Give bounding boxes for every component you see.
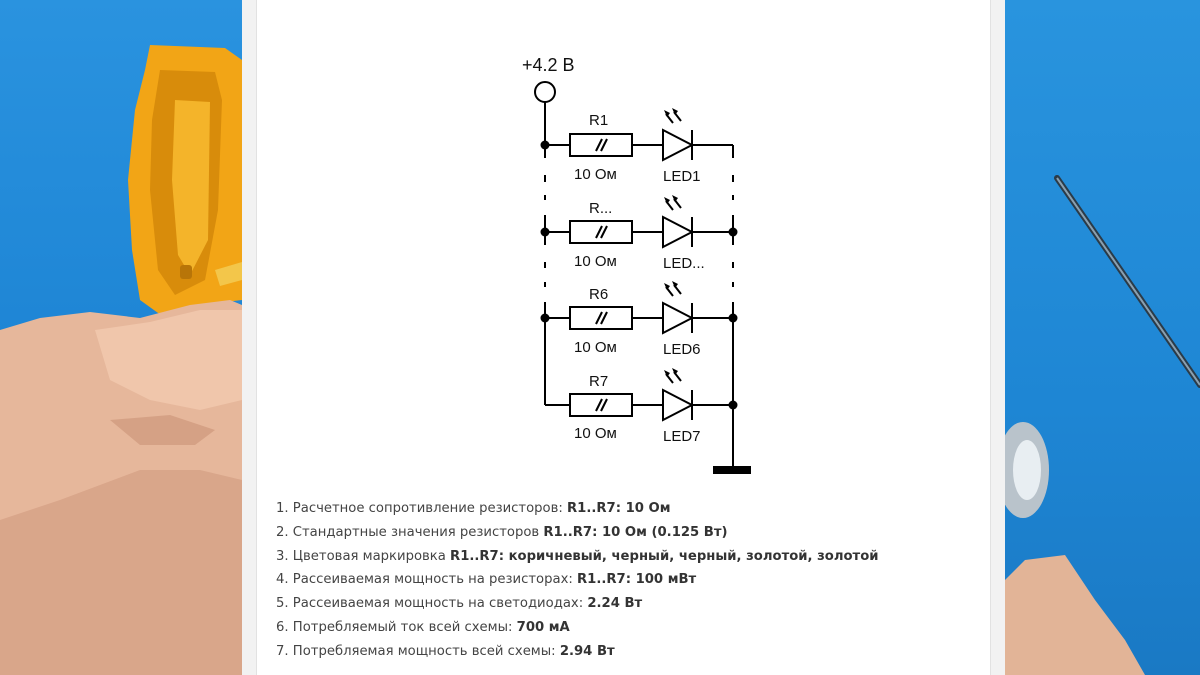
note-item: 3. Цветовая маркировка R1..R7: коричневы…: [276, 545, 976, 569]
note-value: R1..R7: 10 Ом: [567, 501, 671, 516]
note-value: 700 мА: [516, 619, 570, 635]
circuit-row-4: R7 10 Ом LED7: [545, 368, 738, 445]
supply-terminal: [534, 81, 556, 103]
resistor-value: 10 Ом: [574, 166, 617, 183]
note-number: 3.: [276, 548, 289, 564]
note-number: 5.: [276, 596, 289, 612]
note-item: 4. Рассеиваемая мощность на резисторах: …: [276, 568, 976, 592]
note-value: 2.24 Вт: [587, 596, 643, 612]
note-text: Стандартные значения резисторов: [292, 524, 544, 540]
resistor-label: R7: [589, 373, 608, 390]
circuit-row-1: R1 10 Ом LED1: [540, 108, 733, 185]
resistor-value: 10 Ом: [574, 425, 617, 442]
note-text: Рассеиваемая мощность на светодиодах:: [292, 596, 588, 612]
note-number: 7.: [276, 643, 289, 659]
supply-label: +4.2 В: [522, 55, 575, 75]
led-label: LED7: [663, 428, 701, 445]
note-text: Рассеиваемая мощность на резисторах:: [292, 572, 578, 588]
circuit-row-2: R... 10 Ом LED...: [540, 195, 738, 272]
note-item: 7. Потребляемая мощность всей схемы: 2.9…: [276, 640, 976, 664]
led-label: LED1: [663, 168, 701, 185]
background-photo-right: [1005, 0, 1200, 675]
resistor-label: R6: [589, 286, 608, 303]
note-number: 4.: [276, 572, 289, 588]
note-item: 6. Потребляемый ток всей схемы: 700 мА: [276, 616, 976, 640]
led-circuit-schematic: +4.2 В R1 10 Ом LED1: [522, 55, 751, 474]
note-value: 2.94 Вт: [559, 643, 615, 659]
note-value: R1..R7: 100 мВт: [577, 572, 697, 588]
note-value: R1..R7: коричневый, черный, черный, золо…: [450, 548, 879, 564]
note-text: Расчетное сопротивление резисторов:: [292, 501, 568, 516]
resistor-label: R...: [589, 200, 612, 217]
circuit-row-3: R6 10 Ом LED6: [540, 281, 738, 358]
ground-symbol: [713, 466, 751, 474]
led-label: LED...: [663, 255, 705, 272]
resistor-value: 10 Ом: [574, 339, 617, 356]
calculation-notes: 1. Расчетное сопротивление резисторов: R…: [276, 497, 976, 664]
note-text: Потребляемая мощность всей схемы:: [292, 643, 560, 659]
note-number: 6.: [276, 619, 289, 635]
resistor-label: R1: [589, 112, 608, 129]
note-number: 1.: [276, 501, 289, 516]
note-item: 1. Расчетное сопротивление резисторов: R…: [276, 497, 976, 521]
note-number: 2.: [276, 524, 289, 540]
content-card: [242, 0, 1005, 675]
note-item: 5. Рассеиваемая мощность на светодиодах:…: [276, 592, 976, 616]
resistor-value: 10 Ом: [574, 253, 617, 270]
led-label: LED6: [663, 341, 701, 358]
note-text: Потребляемый ток всей схемы:: [292, 619, 517, 635]
content-card-inner: [256, 0, 991, 675]
note-item: 2. Стандартные значения резисторов R1..R…: [276, 521, 976, 545]
note-value: R1..R7: 10 Ом (0.125 Вт): [543, 524, 728, 540]
background-photo-left: [0, 0, 242, 675]
note-text: Цветовая маркировка: [292, 548, 451, 564]
